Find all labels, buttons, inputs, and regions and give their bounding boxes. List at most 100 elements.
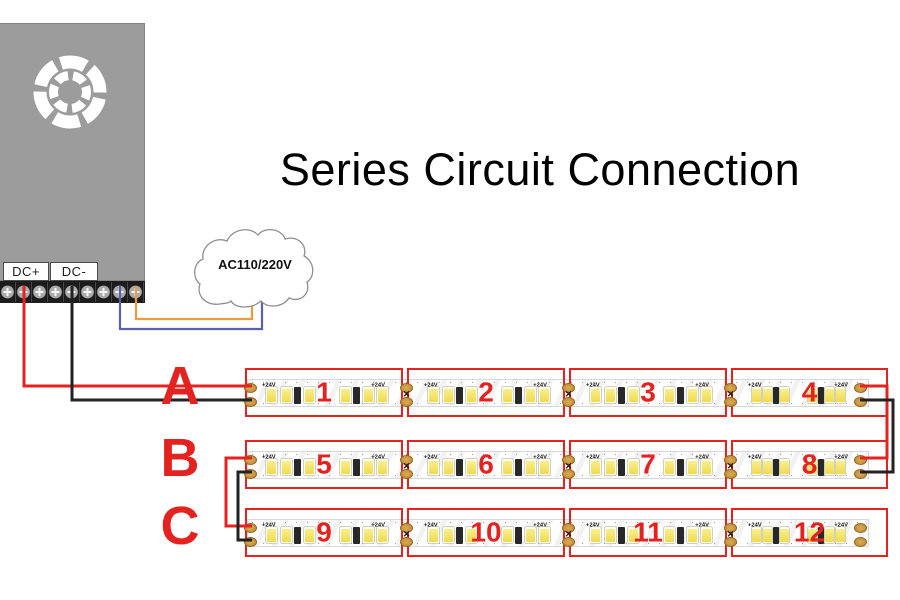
component-strip [427, 381, 551, 409]
led-chip [464, 458, 478, 476]
solder-pad-group [854, 383, 867, 407]
voltage-marking: +24V [533, 453, 547, 460]
voltage-marking: +24V [748, 521, 762, 528]
fan-icon [33, 55, 107, 129]
voltage-marking: +24V [586, 453, 600, 460]
resistor-chip [515, 526, 522, 544]
led-chip [464, 386, 478, 404]
solder-pad-group: ✕ [562, 455, 575, 479]
dc-minus-label: DC- [50, 262, 98, 281]
led-chip [806, 458, 818, 476]
led-chip [279, 386, 293, 404]
led-chip [762, 458, 774, 476]
resistor-chip [456, 458, 463, 476]
solder-pad [400, 537, 413, 547]
voltage-marking: +24V [262, 453, 276, 460]
resistor-chip [817, 458, 824, 476]
solder-pad [854, 469, 867, 479]
led-chip [779, 386, 791, 404]
resistor-chip [618, 526, 625, 544]
led-chip [779, 458, 791, 476]
strip-segment-area: ✕ +24V +24V [562, 453, 725, 481]
solder-pad-group [244, 383, 257, 407]
resistor-chip [456, 386, 463, 404]
solder-pad [854, 537, 867, 547]
led-chip [338, 458, 352, 476]
voltage-marking: +24V [262, 521, 276, 528]
solder-pad [244, 523, 257, 533]
solder-pad-group [854, 523, 867, 547]
led-chip [834, 386, 846, 404]
solder-pad [244, 469, 257, 479]
led-chip [603, 458, 617, 476]
solder-pad [244, 397, 257, 407]
solder-pad-group: ✕ [724, 383, 737, 407]
component-strip [427, 453, 551, 481]
led-chip [302, 386, 316, 404]
row-label: B [160, 428, 200, 488]
component-strip [589, 521, 713, 549]
resistor-chip [515, 458, 522, 476]
segment-number: 2 [478, 375, 494, 407]
led-chip [302, 526, 316, 544]
led-chip [762, 386, 774, 404]
component-strip [265, 521, 389, 549]
voltage-marking: +24V [533, 381, 547, 388]
led-chip [823, 458, 835, 476]
voltage-marking: +24V [262, 381, 276, 388]
led-chip [338, 526, 352, 544]
voltage-marking: +24V [748, 381, 762, 388]
strip-segment-area: ✕ +24V +24V [724, 381, 886, 409]
segment-number: 4 [801, 375, 818, 407]
voltage-marking: +24V [834, 381, 848, 388]
voltage-marking: +24V [695, 453, 709, 460]
led-chip [626, 526, 640, 544]
led-chip [751, 458, 763, 476]
led-chip [823, 386, 835, 404]
led-chip [338, 386, 352, 404]
solder-pad [400, 383, 413, 393]
resistor-chip [773, 526, 780, 544]
resistor-chip [618, 386, 625, 404]
led-chip [361, 386, 375, 404]
led-chip [441, 526, 455, 544]
led-chip [500, 526, 514, 544]
resistor-chip [773, 458, 780, 476]
led-chip [538, 458, 551, 476]
component-strip [589, 453, 713, 481]
segment-number: 1 [316, 375, 332, 407]
solder-pad [244, 537, 257, 547]
screw-terminal [1, 282, 16, 302]
voltage-marking: +24V [695, 521, 709, 528]
strip-segment-area: ✕+24V+24V [400, 453, 563, 481]
led-chip [685, 386, 699, 404]
solder-pad-group: ✕ [724, 523, 737, 547]
solder-pad [854, 397, 867, 407]
solder-pad-group [854, 455, 867, 479]
led-chip [361, 526, 375, 544]
led-chip [427, 526, 440, 544]
voltage-marking: +24V [424, 453, 438, 460]
solder-pad [854, 383, 867, 393]
segment-number: 12 [793, 515, 826, 547]
led-chip [603, 386, 617, 404]
led-chip [500, 458, 514, 476]
led-chip [523, 526, 537, 544]
solder-pad-group: ✕ [562, 523, 575, 547]
segment-number: 9 [316, 515, 332, 547]
row-label: C [160, 496, 200, 556]
cut-mark-icon: ✕ [726, 529, 735, 540]
led-chip [441, 458, 455, 476]
voltage-marking: +24V [695, 381, 709, 388]
strip-segment-area: ✕+24V+24V [562, 381, 725, 409]
led-chip [685, 458, 699, 476]
led-chip [806, 386, 818, 404]
solder-pad [244, 455, 257, 465]
led-chip [279, 526, 293, 544]
led-chip [626, 386, 640, 404]
solder-pad [562, 397, 575, 407]
